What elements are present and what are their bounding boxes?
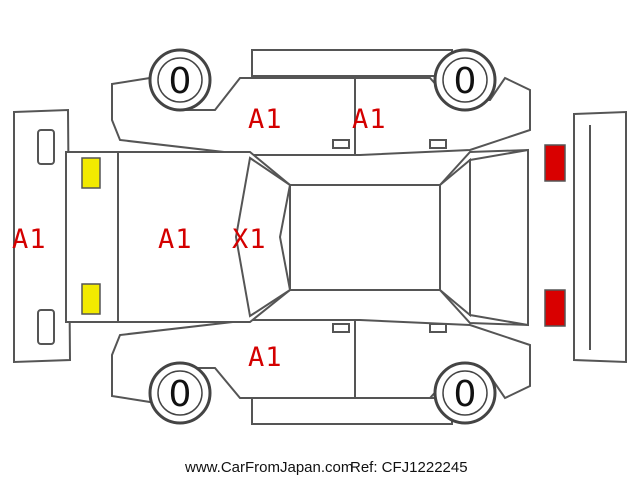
right-side-sill-bottom [251,397,453,425]
code-left-front-door: A1 [248,104,283,135]
code-right-front-door: A1 [248,342,283,373]
code-windshield: X1 [232,224,267,255]
left-front-door-handle [332,139,350,149]
left-side-body [111,76,531,156]
tire-right-rear-value: 0 [454,374,477,415]
right-side-body [111,319,531,404]
left-side-sill-top [251,49,453,77]
front-bumper-vent-bottom [37,309,55,345]
front-bumper [13,108,72,364]
code-left-rear-door: A1 [352,104,387,135]
left-rear-door-handle [429,139,447,149]
rear-lamp-bottom [544,289,566,327]
front-lamp-bottom [81,283,101,315]
tire-right-front: 0 [148,361,212,425]
right-rear-door-handle [429,323,447,333]
rear-bumper [573,110,627,364]
tire-right-rear: 0 [433,361,497,425]
right-front-door-handle [332,323,350,333]
tire-left-rear: 0 [433,48,497,112]
front-bumper-vent-top [37,129,55,165]
tire-right-front-value: 0 [169,374,192,415]
roof [289,184,441,291]
code-hood: A1 [158,224,193,255]
code-front-bumper: A1 [12,224,47,255]
tire-left-rear-value: 0 [454,61,477,102]
rear-lamp-top [544,144,566,182]
rear-window [439,157,471,318]
tailgate [469,148,529,327]
tire-left-front: 0 [148,48,212,112]
tire-left-front-value: 0 [169,61,192,102]
footer-site: www.CarFromJapan.com [184,459,353,476]
footer-ref: Ref: CFJ1222245 [350,459,468,476]
front-lamp-top [81,157,101,189]
